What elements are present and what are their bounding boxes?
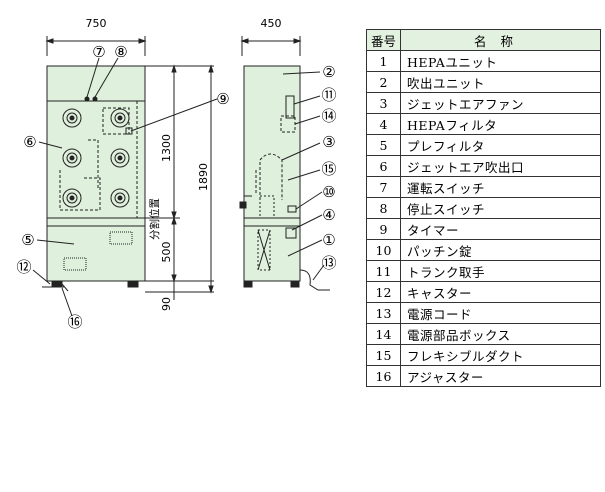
part-name: 運転スイッチ [400,176,601,198]
dim-height-upper: 1300 [160,134,173,162]
part-name: タイマー [400,218,601,240]
part-name: HEPAユニット [400,50,601,72]
part-name: ジェットエア吹出口 [400,155,601,177]
part-number: 16 [365,365,402,387]
part-name: アジャスター [400,365,601,387]
side-body [243,65,301,282]
part-number: 11 [365,260,402,282]
callout-11: ⑪ [321,86,336,104]
part-number: 9 [365,218,402,240]
callout-7: ⑦ [92,43,105,61]
run-switch-icon [84,96,90,102]
grille-lower [63,257,87,271]
part-name: 停止スイッチ [400,197,601,219]
part-number: 5 [365,134,402,156]
part-name: フレキシブルダクト [400,344,601,366]
part-number: 10 [365,239,402,261]
header-number: 番号 [365,29,402,51]
part-number: 3 [365,92,402,114]
header-name: 名称 [400,29,601,51]
callout-16: ⑯ [67,313,82,331]
part-number: 8 [365,197,402,219]
callout-5: ⑤ [21,231,34,249]
callout-6: ⑥ [23,133,36,151]
part-name: 電源コード [400,302,601,324]
stop-switch-icon [92,96,98,102]
callout-8: ⑧ [114,43,127,61]
dim-height-total: 1890 [197,163,210,191]
part-name: ジェットエアファン [400,92,601,114]
table-header-row: 番号 名称 [365,29,601,51]
side-view [239,36,330,291]
callout-1: ① [322,231,335,249]
part-name: トランク取手 [400,260,601,282]
part-name: パッチン錠 [400,239,601,261]
callout-4: ④ [322,206,335,224]
split-position-label: 分割位置 [148,198,161,240]
callout-9: ⑨ [216,90,229,108]
part-name: 電源部品ボックス [400,323,601,345]
part-number: 7 [365,176,402,198]
callout-2: ② [322,63,335,81]
part-name: プレフィルタ [400,134,601,156]
part-number: 1 [365,50,402,72]
part-name: キャスター [400,281,601,303]
dim-width-side: 450 [261,17,282,30]
front-view [32,36,218,317]
dim-width-front: 750 [86,17,107,30]
jet-outlets [62,108,130,208]
part-number: 4 [365,113,402,135]
callout-3: ③ [322,133,335,151]
callout-14: ⑭ [321,107,336,125]
part-number: 6 [365,155,402,177]
part-number: 12 [365,281,402,303]
callout-10: ⑩ [322,183,335,201]
part-name: HEPAフィルタ [400,113,601,135]
trunk-handle-icon [285,95,295,119]
part-name: 吹出ユニット [400,71,601,93]
dim-base: 90 [160,297,173,311]
part-number: 14 [365,323,402,345]
part-number: 15 [365,344,402,366]
callout-12: ⑫ [16,258,31,276]
grille-upper [109,231,133,245]
part-number: 2 [365,71,402,93]
callout-13: ⑬ [321,254,336,272]
dim-height-lower: 500 [160,242,173,263]
part-number: 13 [365,302,402,324]
callout-15: ⑮ [321,160,336,178]
